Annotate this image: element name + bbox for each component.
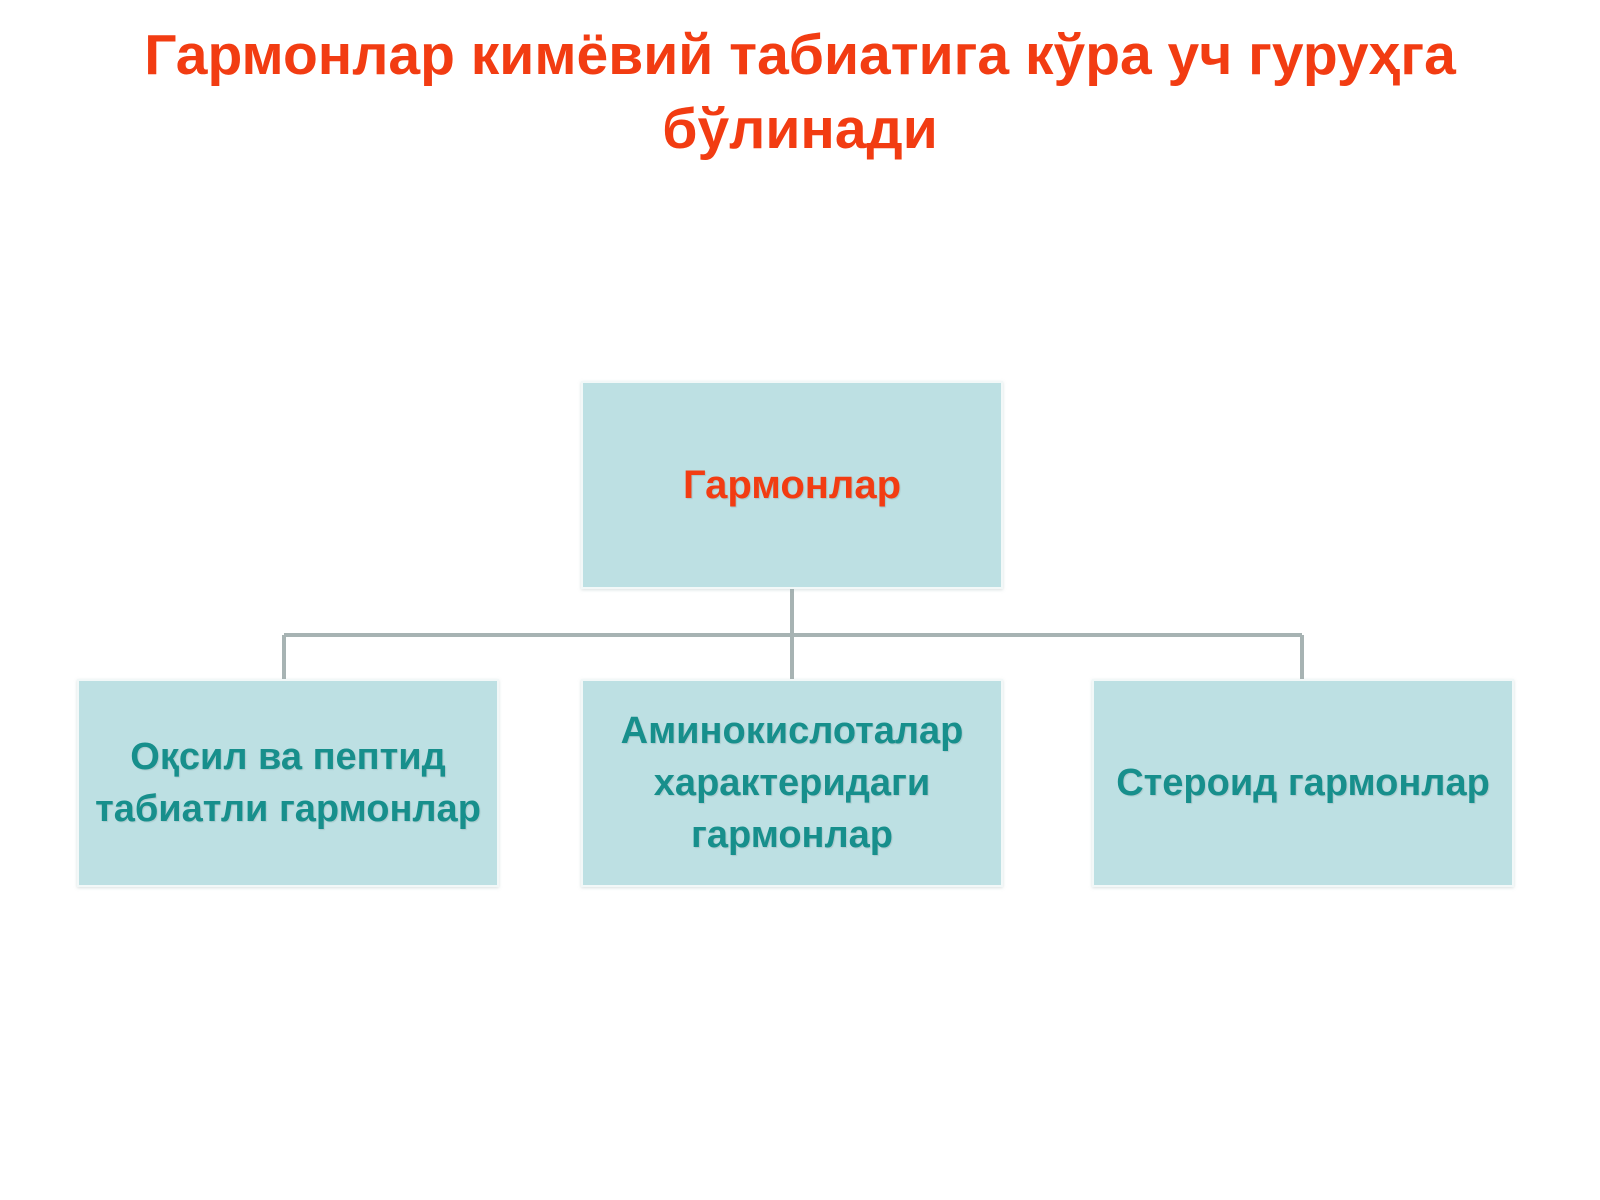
child-node-label: Стероид гармонлар [1116, 762, 1490, 804]
page-title: Гармонлар кимёвий табиатига кўра уч гуру… [144, 23, 1456, 161]
child-node-label: Аминокислоталар характеридаги гармонлар [620, 710, 964, 856]
child-node-steroid: Стероид гармонлар [1092, 679, 1514, 887]
child-node-amino-acid: Аминокислоталар характеридаги гармонлар [581, 679, 1003, 887]
child-node-protein-peptide: Оқсил ва пептид табиатли гармонлар [77, 679, 499, 887]
root-node-label: Гармонлар [682, 462, 902, 507]
child-node-label: Оқсил ва пептид табиатли гармонлар [95, 736, 481, 830]
root-node: Гармонлар [581, 381, 1003, 589]
